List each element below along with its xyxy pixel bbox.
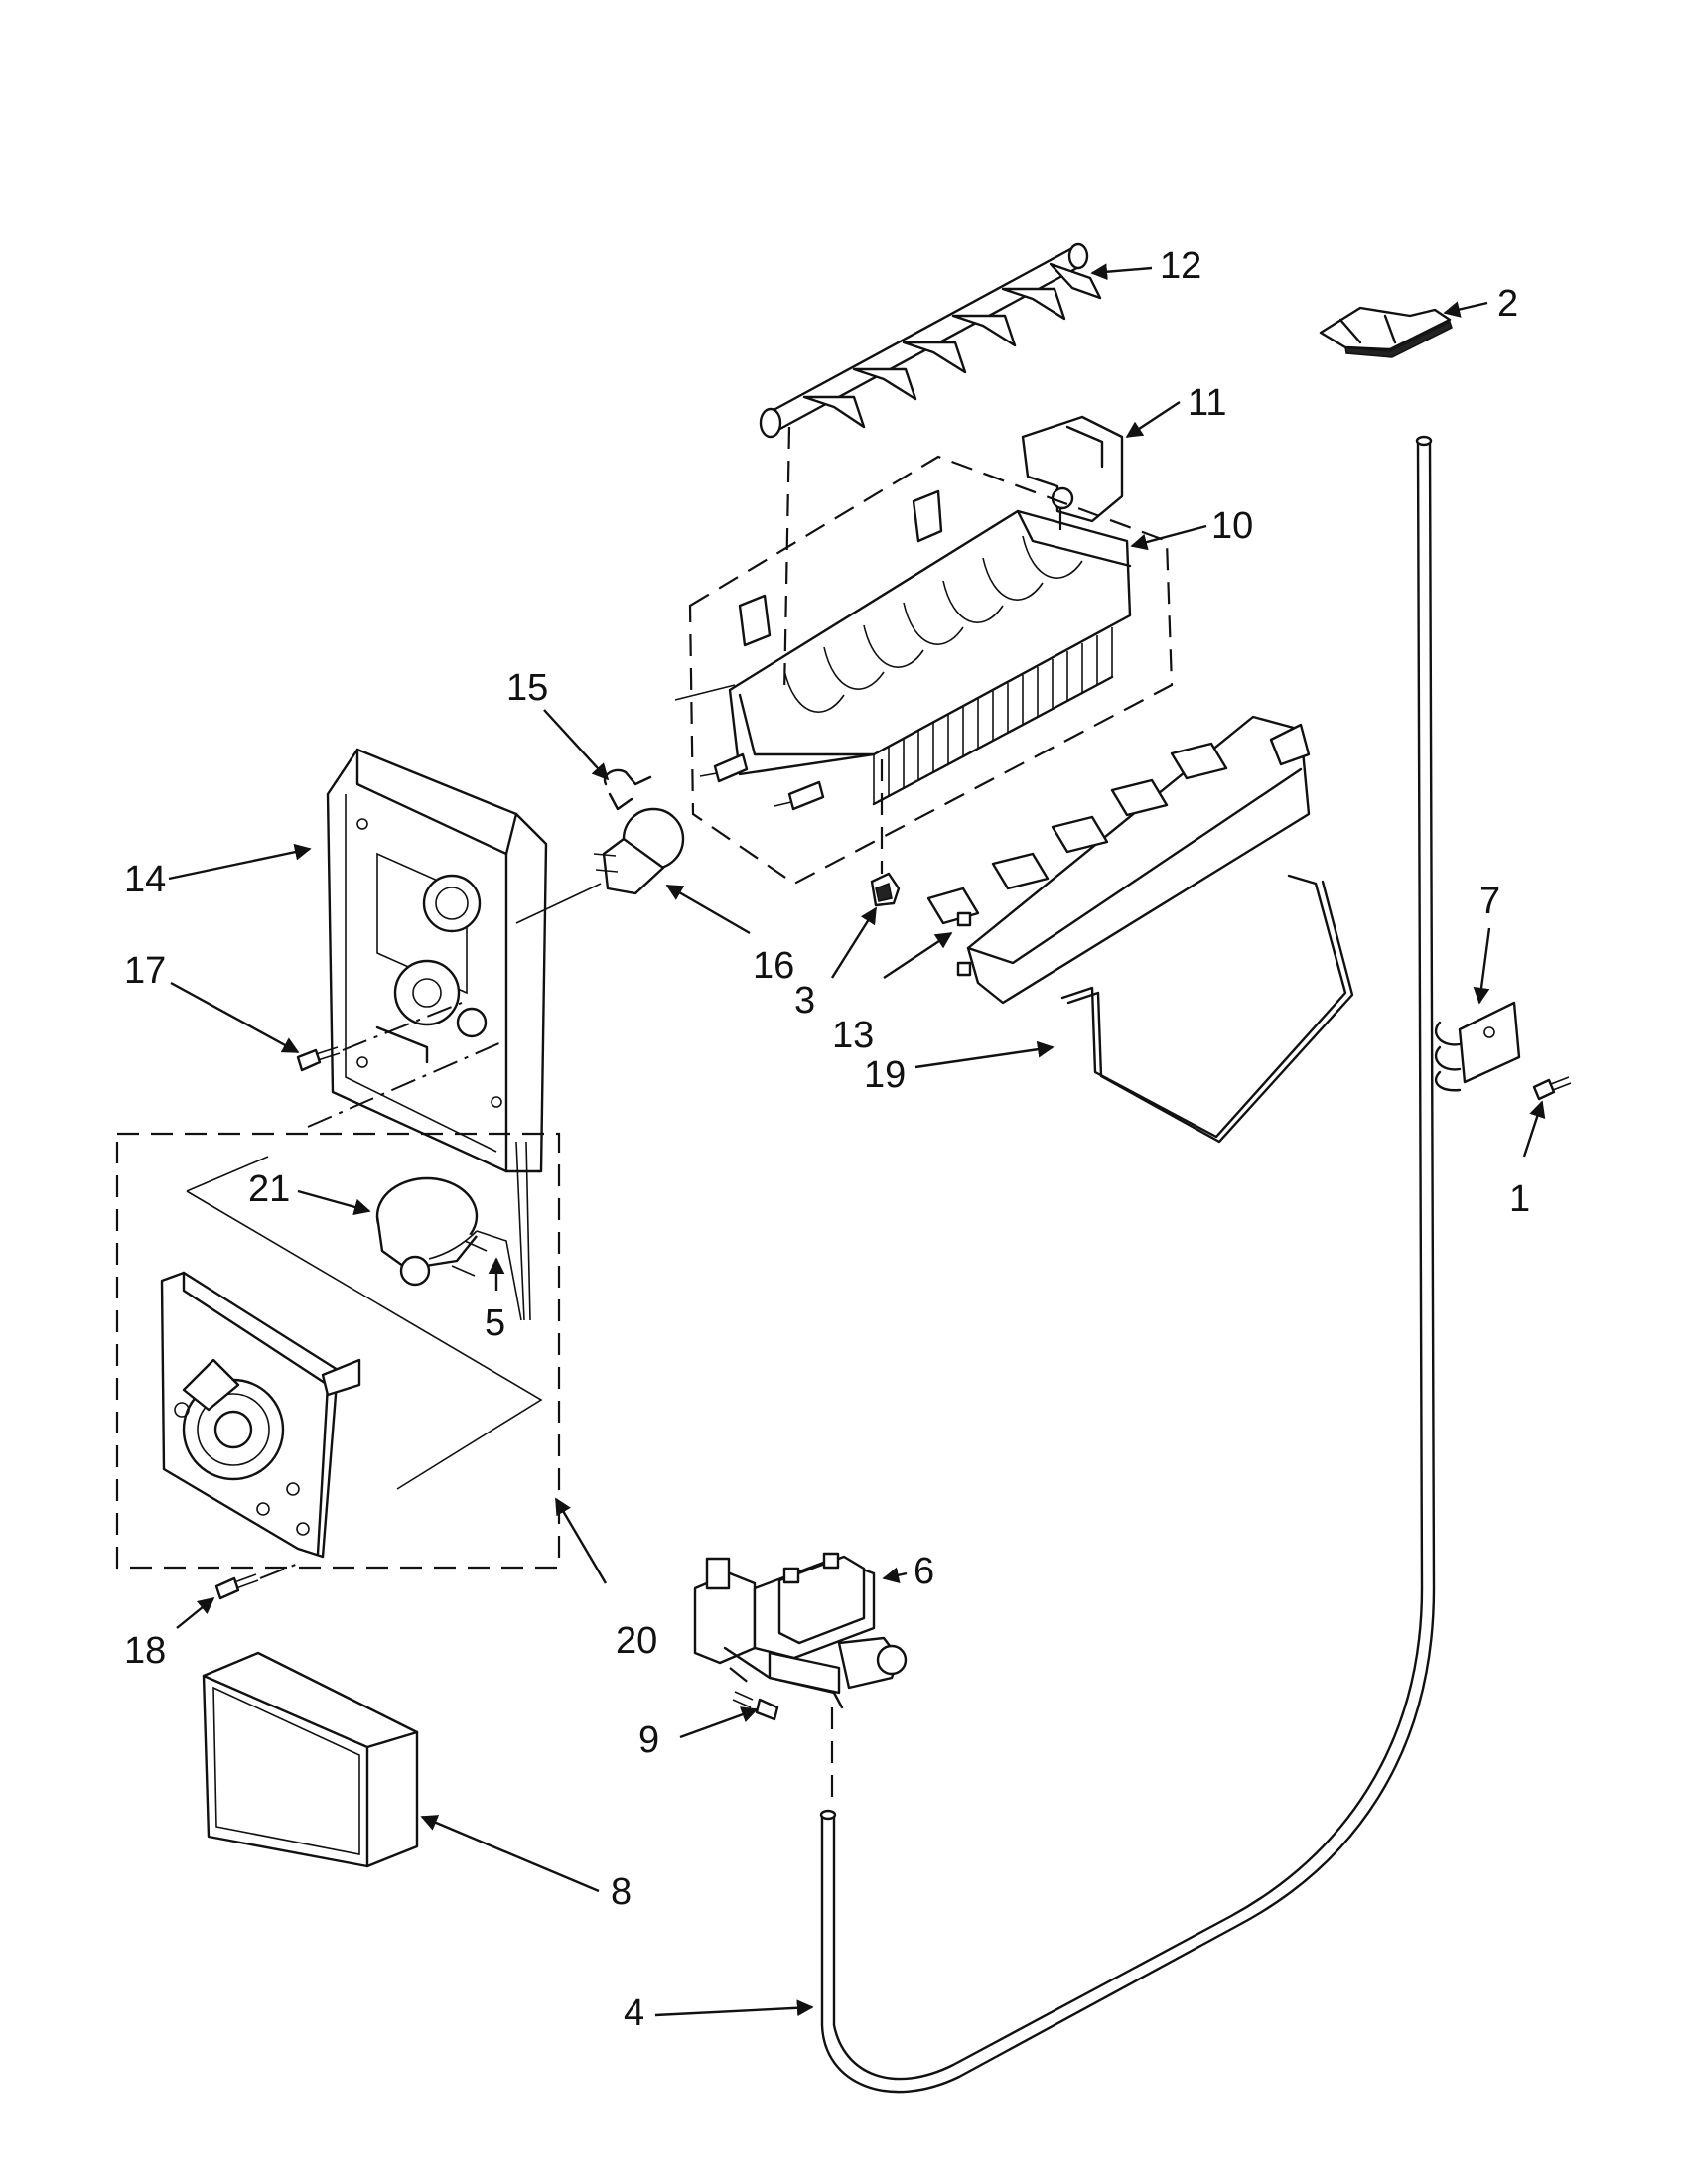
callout-2: 2 xyxy=(1497,283,1518,325)
leader-4 xyxy=(654,1999,814,2017)
callout-4: 4 xyxy=(624,1992,644,2034)
leader-19 xyxy=(914,1040,1055,1069)
housing-connector-line xyxy=(515,883,602,924)
callout-15: 15 xyxy=(506,667,548,709)
screw-18-part xyxy=(214,1573,259,1600)
ice-mold-part xyxy=(674,455,1174,886)
bracket-part xyxy=(1021,415,1124,523)
callout-16: 16 xyxy=(753,945,794,987)
callout-10: 10 xyxy=(1211,505,1253,547)
callout-20: 20 xyxy=(616,1620,657,1662)
leader-21 xyxy=(297,1189,371,1216)
callout-14: 14 xyxy=(124,859,166,900)
leader-12 xyxy=(1090,263,1153,281)
callout-21: 21 xyxy=(248,1168,290,1210)
leader-14 xyxy=(168,843,312,881)
callout-6: 6 xyxy=(914,1551,934,1592)
callout-9: 9 xyxy=(638,1719,659,1761)
screw-1-part xyxy=(1532,1076,1572,1101)
callout-17: 17 xyxy=(124,950,166,992)
module-alignment-line xyxy=(307,1041,502,1128)
leader-1 xyxy=(1522,1100,1546,1158)
leader-13 xyxy=(883,931,953,980)
leader-17 xyxy=(170,981,300,1054)
leader-2 xyxy=(1443,301,1488,318)
control-housing-part xyxy=(326,748,548,1173)
leader-18 xyxy=(176,1596,215,1629)
water-tube-part xyxy=(819,435,1436,2094)
cover-part xyxy=(202,1651,419,1868)
leader-7 xyxy=(1473,927,1491,1005)
leader-16 xyxy=(665,884,751,935)
callout-3: 3 xyxy=(794,980,815,1022)
callout-11: 11 xyxy=(1188,382,1226,424)
screw-17-alignment-line xyxy=(342,1002,463,1051)
leader-20 xyxy=(554,1497,608,1584)
leader-10 xyxy=(1130,524,1207,551)
ejector-shaft-part xyxy=(759,242,1102,439)
callout-18: 18 xyxy=(124,1630,166,1672)
thermostat-part xyxy=(593,807,685,895)
leader-3 xyxy=(830,906,878,979)
callout-13: 13 xyxy=(832,1015,874,1056)
tube-clamp-part xyxy=(1434,1001,1521,1092)
screw-9-alignment-line xyxy=(729,1667,756,1689)
leader-11 xyxy=(1125,400,1181,439)
leader-15 xyxy=(543,709,610,781)
shaft-alignment-line xyxy=(782,426,791,696)
leader-6 xyxy=(882,1567,908,1583)
leader-8 xyxy=(420,1815,600,1893)
motor-module-part xyxy=(115,1132,561,1570)
callout-19: 19 xyxy=(864,1054,906,1096)
water-valve-part xyxy=(693,1552,908,1709)
ice-stripper-part xyxy=(926,715,1311,1005)
screw-18-alignment-line xyxy=(259,1563,299,1579)
small-clip-part xyxy=(870,872,901,907)
spring-clip-part xyxy=(603,768,652,811)
callout-5: 5 xyxy=(485,1302,505,1344)
callout-1: 1 xyxy=(1509,1178,1530,1220)
leader-9 xyxy=(679,1706,759,1739)
callout-labels: 12 2 11 10 15 14 16 3 13 19 17 7 1 21 5 … xyxy=(124,245,1530,2034)
callout-7: 7 xyxy=(1479,881,1500,922)
shutoff-arm-clip-part xyxy=(1319,306,1453,358)
callout-8: 8 xyxy=(611,1871,632,1913)
shutoff-arm-wire-part xyxy=(1060,874,1354,1144)
callout-12: 12 xyxy=(1160,245,1201,287)
leader-lines xyxy=(168,263,1546,2017)
screw-17-part xyxy=(296,1046,341,1072)
